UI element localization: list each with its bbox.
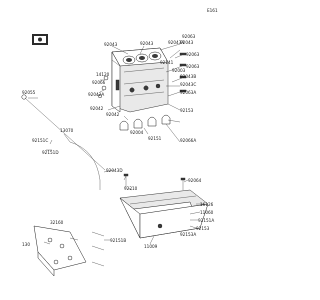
label-92004: 92004 (130, 130, 144, 135)
label-11009: 11009 (144, 244, 158, 249)
dipstick (21, 94, 106, 190)
label-92153A: 92153A (180, 232, 196, 237)
label-92063a: 92063 (182, 34, 196, 39)
exploded-parts-diagram: E161 (21, 8, 218, 277)
skid-plate (33, 225, 87, 277)
label-92210: 92210 (124, 186, 138, 191)
label-92064: 92064 (188, 178, 202, 183)
oil-pan (119, 189, 209, 239)
label-92003: 92003 (172, 68, 186, 73)
label-92043B: 92043B (180, 74, 196, 79)
label-92151A: 92151A (198, 218, 214, 223)
label-92063b: 92063 (186, 52, 200, 57)
label-92066: 92066 (92, 80, 106, 85)
label-92042b: 92042 (106, 112, 120, 117)
label-92151B: 92151B (110, 238, 126, 243)
label-92063c: 92063 (186, 64, 200, 69)
label-92066A: 92066A (180, 138, 196, 143)
label-92043C: 92043C (180, 82, 196, 87)
label-92141: 92141 (160, 60, 174, 65)
label-92043c: 92043 (180, 40, 194, 45)
oil-pan-bolts (123, 173, 186, 190)
label-92153b: 92153 (196, 226, 210, 231)
label-92063A: 92063A (180, 90, 196, 95)
label-92055: 92055 (22, 90, 36, 95)
label-92151D: 92151D (42, 150, 59, 155)
label-92043a: 92043 (104, 42, 118, 47)
label-130: 130 (22, 242, 30, 247)
label-92042a: 92042 (90, 106, 104, 111)
leader-lines (28, 43, 204, 245)
label-92043A: 92043A (168, 40, 184, 45)
label-92153a: 92153 (180, 108, 194, 113)
page-code: E161 (207, 8, 218, 13)
bearing-caps (119, 114, 171, 131)
dowel-pins (97, 75, 109, 99)
label-16126: 16126 (200, 202, 214, 207)
label-11060: 11060 (200, 210, 214, 215)
label-92151C: 92151C (32, 138, 48, 143)
catalog-icon (32, 34, 48, 45)
label-14120: 14120 (96, 72, 110, 77)
label-32160: 32160 (50, 220, 64, 225)
stud-bolts (167, 52, 187, 97)
label-13070: 13070 (60, 128, 74, 133)
bracket-bolts (91, 231, 105, 267)
label-92043b: 92043 (140, 41, 154, 46)
label-92151: 92151 (148, 136, 162, 141)
label-92042A: 92042A (88, 92, 104, 97)
label-92043D: 92043D (106, 168, 123, 173)
crankcase-block (111, 47, 169, 113)
part-number-labels: 92043 92043 92043 92063 92063 92063 9204… (22, 34, 214, 249)
